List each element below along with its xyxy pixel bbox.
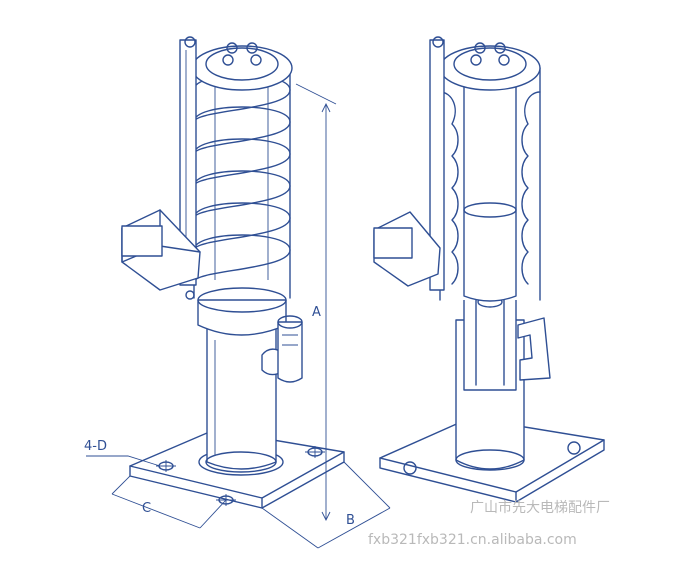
mount-hole-icon — [403, 461, 417, 475]
cap-hole-icon — [222, 54, 234, 66]
cap-hole-icon — [226, 42, 238, 54]
left-switch-bracket — [121, 36, 201, 300]
dim-label-b: B — [346, 513, 355, 528]
dim-label-holes: 4-D — [84, 439, 107, 454]
cap-hole-icon — [250, 54, 262, 66]
watermark-company: 广山市先大电梯配件厂 — [470, 499, 610, 516]
cap-hole-icon — [470, 54, 482, 66]
left-spring — [193, 65, 291, 299]
cap-hole-icon — [494, 42, 506, 54]
dim-label-a: A — [312, 305, 321, 320]
safety-switch-icon — [121, 225, 163, 257]
safety-switch-icon — [373, 227, 413, 259]
left-buffer-external-view — [121, 36, 345, 509]
cap-hole-icon — [474, 42, 486, 54]
left-cylinder — [205, 319, 277, 473]
right-buffer-cutaway-view — [373, 36, 605, 503]
left-top-cap — [191, 42, 293, 91]
watermark-url: fxb321fxb321.cn.alibaba.com — [368, 532, 577, 548]
mount-hole-icon — [567, 441, 581, 455]
oil-gauge — [261, 315, 303, 383]
cap-hole-icon — [498, 54, 510, 66]
dim-label-c: C — [142, 501, 151, 516]
dimension-lines — [86, 83, 391, 549]
cap-hole-icon — [246, 42, 258, 54]
